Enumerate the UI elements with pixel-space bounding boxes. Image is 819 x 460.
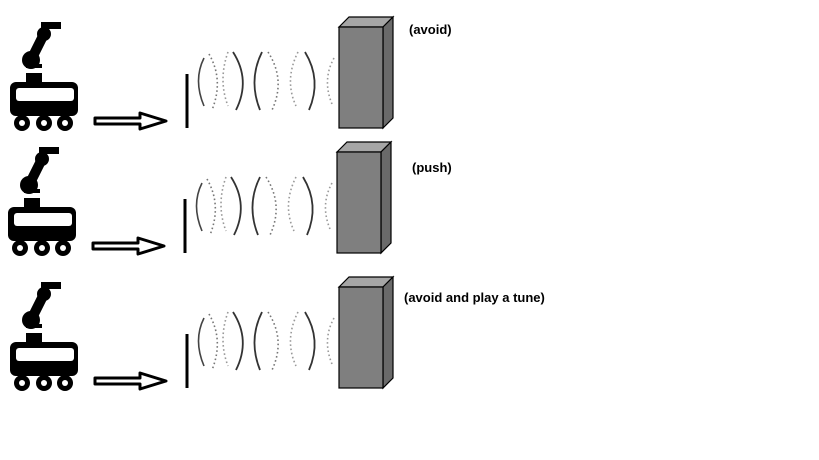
scenario-caption-avoid-and-play-tune: (avoid and play a tune) (404, 290, 545, 305)
scenario-row (10, 276, 394, 391)
scenario-row (10, 16, 394, 131)
sound-wave-icon (185, 310, 336, 390)
sound-wave-icon (183, 175, 334, 255)
box-obstacle-icon (338, 276, 394, 389)
arrow-right-icon (93, 371, 168, 391)
scenario-row (8, 141, 392, 256)
box-obstacle-icon (338, 16, 394, 129)
arrow-right-icon (91, 236, 166, 256)
robot-arm-icon (10, 282, 78, 391)
scenario-caption-avoid: (avoid) (409, 22, 452, 37)
box-obstacle-icon (336, 141, 392, 254)
robot-arm-icon (10, 22, 78, 131)
arrow-right-icon (93, 111, 168, 131)
scenario-caption-push: (push) (412, 160, 452, 175)
robot-arm-icon (8, 147, 76, 256)
sound-wave-icon (185, 50, 336, 130)
